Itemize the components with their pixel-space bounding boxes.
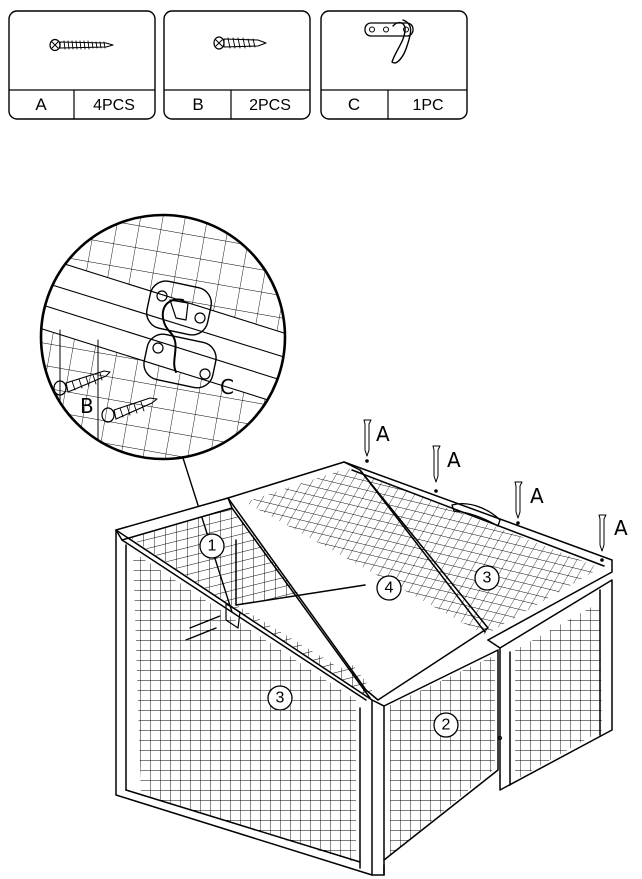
callout-a-3: A — [530, 484, 544, 508]
lid-handle — [451, 503, 501, 527]
callout-a-4: A — [614, 516, 628, 540]
screw-a-3: A — [514, 481, 544, 525]
svg-text:4: 4 — [385, 580, 394, 597]
part-a-letter: A — [35, 95, 47, 114]
callout-num-front: 3 — [267, 685, 293, 711]
installed-hasp — [185, 603, 241, 641]
callout-a-2: A — [447, 448, 461, 472]
callout-a-1: A — [376, 422, 390, 446]
zoom-screw-b-upper — [53, 370, 111, 396]
screw-long-icon — [49, 38, 114, 52]
callout-num-divider: 4 — [376, 575, 402, 601]
part-b-letter: B — [192, 95, 203, 114]
part-a-qty: 4PCS — [93, 97, 135, 114]
callout-num-zoom: 1 — [199, 533, 225, 559]
zoom-screw-b-lower — [101, 397, 158, 423]
callout-num-side: 2 — [433, 712, 459, 738]
hasp-latch-icon — [364, 19, 414, 64]
callout-num-lid: 3 — [474, 565, 500, 591]
svg-text:1: 1 — [208, 538, 217, 555]
screw-short-icon — [213, 36, 267, 50]
screw-a-4: A — [598, 514, 628, 562]
part-box-b: B 2PCS — [163, 10, 311, 120]
zoom-detail-circle: B C — [39, 213, 287, 613]
svg-text:3: 3 — [483, 570, 492, 587]
part-c-letter: C — [348, 95, 360, 114]
part-box-c: C 1PC — [320, 10, 468, 120]
part-box-a: A 4PCS — [8, 10, 156, 120]
svg-text:2: 2 — [442, 717, 451, 734]
svg-text:3: 3 — [276, 690, 285, 707]
cage-assembly — [115, 461, 613, 876]
zoom-callout-b: B — [80, 394, 94, 418]
screw-a-1: A — [363, 419, 390, 463]
part-b-qty: 2PCS — [249, 97, 291, 114]
part-c-qty: 1PC — [412, 97, 443, 114]
zoom-callout-c: C — [220, 375, 234, 399]
screw-a-2: A — [432, 445, 461, 493]
